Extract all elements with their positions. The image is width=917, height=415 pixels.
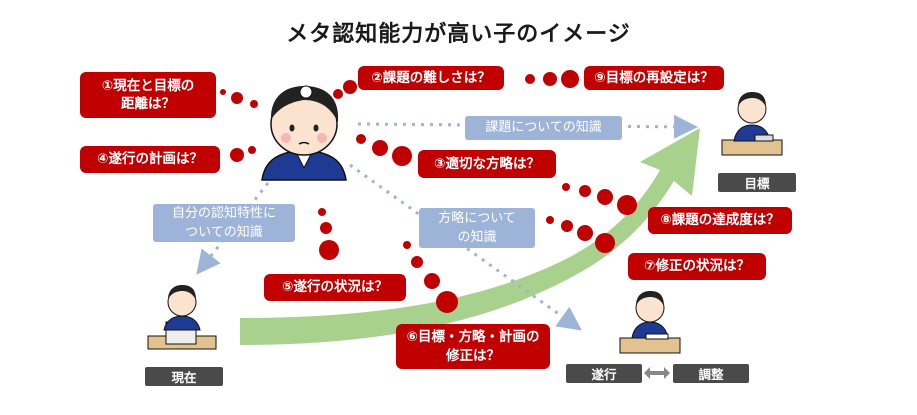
student-at-desk-icon — [147, 285, 217, 350]
question-difficulty: ②課題の難しさは？ — [358, 66, 504, 90]
question-achievement: ⑧課題の達成度は？ — [648, 207, 792, 234]
question-strategy: ③適切な方略は？ — [418, 150, 556, 178]
page-title: メタ認知能力が高い子のイメージ — [286, 22, 631, 47]
double-arrow-icon — [644, 367, 670, 379]
strategy-knowledge-arrow — [349, 163, 582, 331]
question-progress: ⑤遂行の状況は？ — [264, 274, 406, 301]
question-revise-plan: ⑥目標・方略・計画の 修正は？ — [396, 324, 550, 369]
label-goal: 目標 — [718, 173, 796, 192]
label-current: 現在 — [145, 367, 223, 386]
question-revision-status: ⑦修正の状況は？ — [628, 253, 766, 280]
task-knowledge-arrow — [357, 114, 698, 139]
question-distance: ①現在と目標の 距離は？ — [80, 72, 216, 118]
student-at-desk-icon — [721, 92, 783, 156]
knowledge-strategy: 方略について の知識 — [419, 208, 535, 248]
thought-dots — [220, 70, 637, 313]
knowledge-task: 課題についての知識 — [465, 116, 622, 140]
label-adjust: 調整 — [673, 364, 749, 383]
knowledge-self: 自分の認知特性に ついての知識 — [153, 204, 295, 242]
student-at-desk-icon — [619, 291, 681, 354]
question-reset-goal: ⑨目標の再設定は？ — [584, 66, 724, 90]
label-execute: 遂行 — [566, 364, 642, 383]
child-thinking-icon — [261, 85, 347, 181]
question-plan: ④遂行の計画は？ — [80, 146, 220, 173]
